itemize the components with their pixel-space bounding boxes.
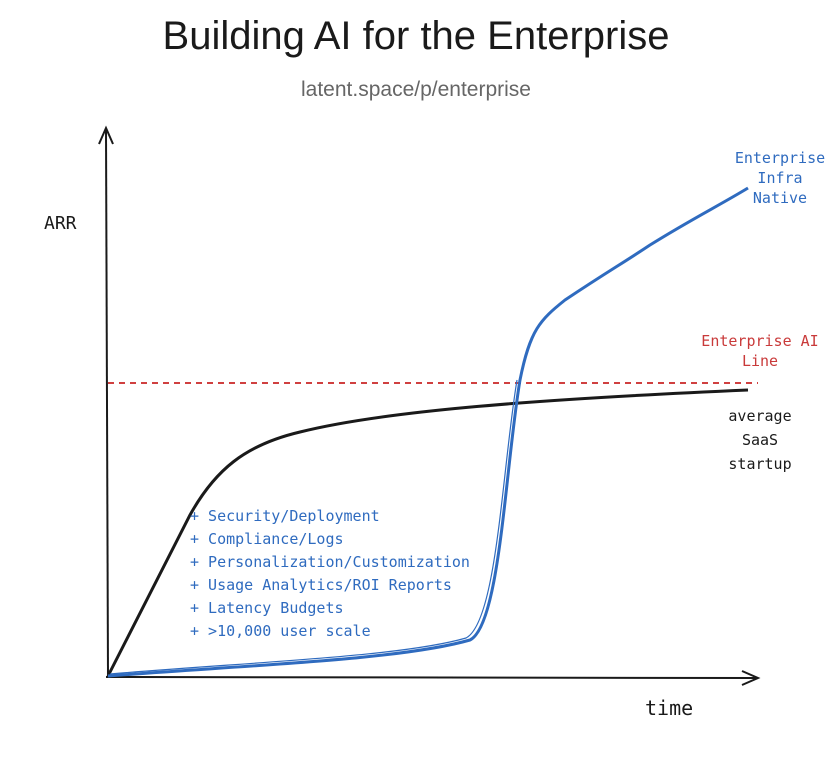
label-line: Infra [757,169,803,187]
list-item: + Personalization/Customization [190,553,470,571]
list-item: + Security/Deployment [190,507,380,525]
list-item: + >10,000 user scale [190,622,371,640]
label-line: Native [752,189,808,207]
y-axis-label: ARR [44,213,77,234]
enterprise-infra-native-curve-stroke2 [109,379,518,675]
label-line: startup [728,455,792,473]
x-axis [105,670,761,686]
average-saas-startup-label: average SaaS startup [715,404,805,476]
enterprise-infra-native-curve [107,186,749,678]
label-line: Line [741,352,779,370]
list-item: + Compliance/Logs [190,530,344,548]
label-line: Enterprise AI [701,332,819,350]
enterprise-ai-line-label: Enterprise AI Line [690,331,830,371]
x-axis-label: time [645,696,694,720]
page-title: Building AI for the Enterprise [162,14,670,58]
list-item: + Latency Budgets [190,599,344,617]
y-axis [98,125,114,679]
list-item: + Usage Analytics/ROI Reports [190,576,452,594]
label-line: SaaS [741,431,779,449]
requirements-list: + Security/Deployment + Compliance/Logs … [190,505,470,643]
subtitle: latent.space/p/enterprise [301,78,531,101]
average-saas-curve [106,388,749,677]
enterprise-infra-native-label: Enterprise Infra Native [720,148,832,208]
label-line: Enterprise [734,149,826,167]
label-line: average [728,407,792,425]
